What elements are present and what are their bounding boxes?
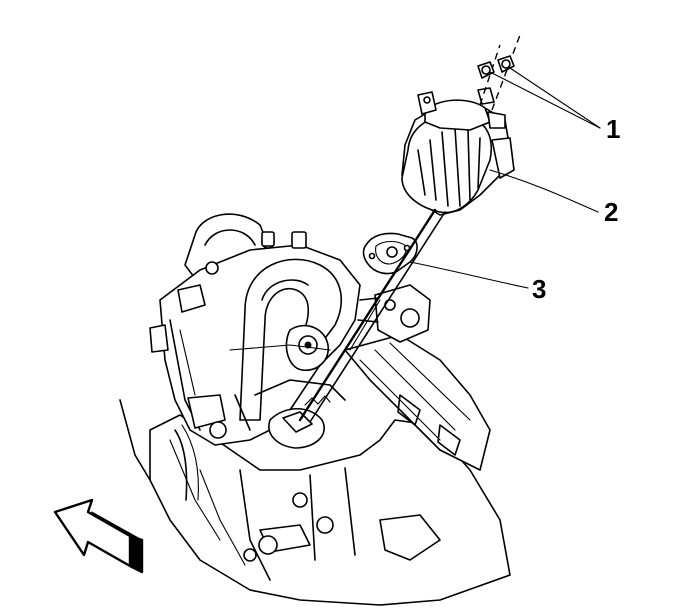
leader-lines — [409, 67, 601, 289]
callout-number-3: 3 — [532, 274, 546, 304]
distributor-housing — [401, 87, 515, 216]
intake-manifold — [149, 213, 431, 449]
callout-number-2: 2 — [604, 197, 618, 227]
engine-block — [119, 334, 511, 606]
arrow-icon — [53, 498, 144, 574]
distributor-shaft — [298, 34, 521, 423]
callout-number-1: 1 — [606, 114, 620, 144]
